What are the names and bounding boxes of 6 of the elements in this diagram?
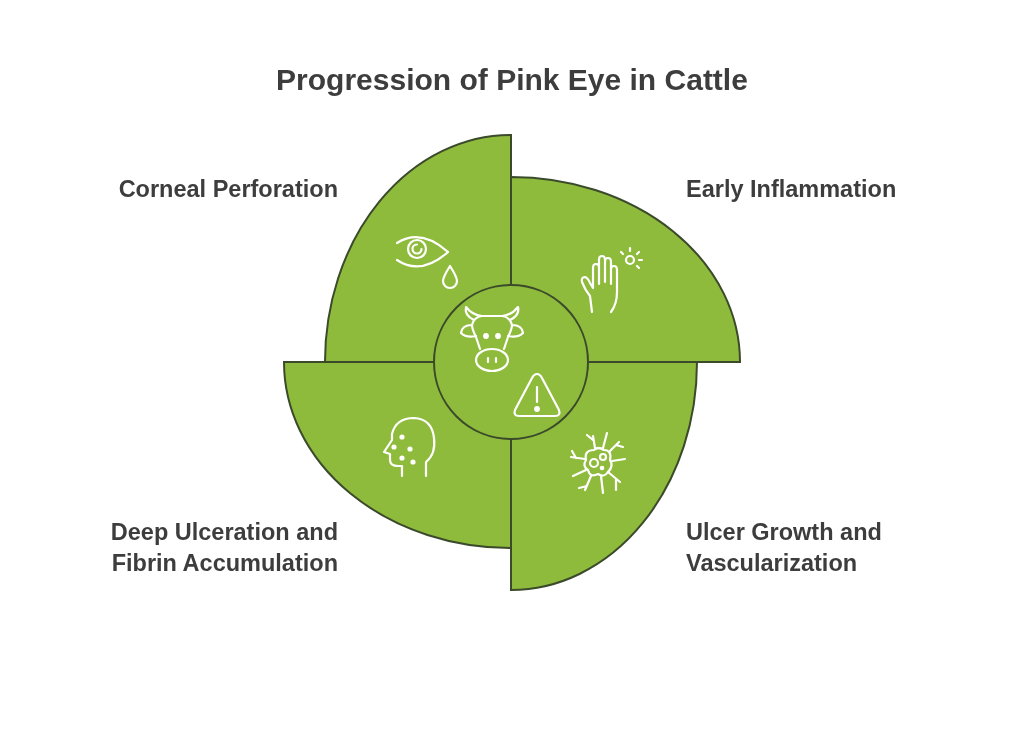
segment-label: Early Inflammation [686, 175, 897, 204]
diagram-title: Progression of Pink Eye in Cattle [276, 62, 748, 98]
segment-label: Corneal Perforation [118, 175, 338, 204]
segment-label: Ulcer Growth and Vascularization [686, 518, 883, 578]
center-circle [433, 284, 589, 440]
segment-label: Deep Ulceration and Fibrin Accumulation [109, 518, 338, 578]
